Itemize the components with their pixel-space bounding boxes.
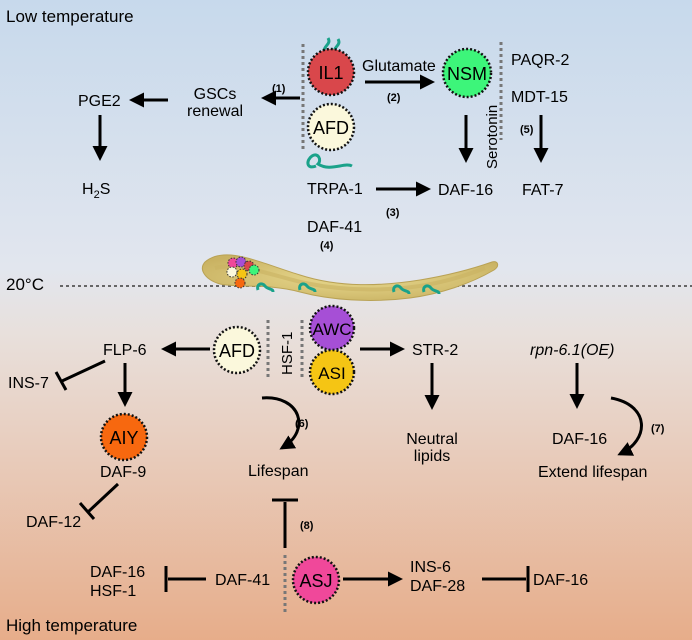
pge2-label: PGE2 <box>78 93 121 110</box>
step-7: (7) <box>651 423 665 435</box>
gscs-label-1: GSCs <box>194 86 237 103</box>
asi-neuron <box>308 348 356 396</box>
curved-arrow-6 <box>261 396 301 450</box>
h2s-label: H2S <box>82 181 110 201</box>
daf41-label-top: DAF-41 <box>307 219 362 236</box>
step-4: (4) <box>320 240 334 252</box>
low-temperature-label: Low temperature <box>6 7 134 26</box>
daf16-label-bottom-right: DAF-16 <box>533 572 588 589</box>
awc-label: AWC <box>312 320 351 339</box>
daf12-label: DAF-12 <box>26 514 81 531</box>
inhibit-bar <box>54 371 68 391</box>
awc-neuron <box>308 304 356 352</box>
ins6-label: INS-6 <box>410 559 451 576</box>
flp6-label: FLP-6 <box>103 342 147 359</box>
step-6: (6) <box>295 418 309 430</box>
flp6-inhibit-ins7 <box>61 359 106 383</box>
afd-neuron-middle <box>212 325 262 375</box>
serotonin-label: Serotonin <box>484 105 501 169</box>
neutral-lipids-label-2: lipids <box>414 448 450 465</box>
mdt15-label: MDT-15 <box>511 89 568 106</box>
rpn-label: rpn-6.1(OE) <box>530 342 614 359</box>
daf9-inhibit-daf12 <box>86 482 120 514</box>
aiy-neuron <box>99 412 149 462</box>
inhibit-bar <box>78 502 96 520</box>
aiy-label: AIY <box>109 428 138 448</box>
twenty-degree-label: 20°C <box>6 275 44 294</box>
curved-arrow-7 <box>610 396 643 456</box>
asj-label: ASJ <box>299 571 332 591</box>
daf28-label: DAF-28 <box>410 578 465 595</box>
nsm-label: NSM <box>447 64 487 84</box>
ins7-label: INS-7 <box>8 375 49 392</box>
hsf1-label-bottom-left: HSF-1 <box>90 583 136 600</box>
step-1: (1) <box>272 83 286 95</box>
daf16-label-top: DAF-16 <box>438 182 493 199</box>
il1-neuron <box>306 47 356 97</box>
extend-lifespan-label: Extend lifespan <box>538 464 647 481</box>
daf9-label: DAF-9 <box>100 464 146 481</box>
trpa1-channel-icon <box>306 153 353 169</box>
neutral-lipids-label-1: Neutral <box>406 431 458 448</box>
step-5: (5) <box>520 124 534 136</box>
high-temperature-label: High temperature <box>6 616 137 635</box>
gscs-label-2: renewal <box>187 103 243 120</box>
step-3: (3) <box>386 207 400 219</box>
step-2: (2) <box>387 92 401 104</box>
afd-label-middle: AFD <box>219 341 255 361</box>
worm-icon <box>201 254 499 301</box>
trpa1-label: TRPA-1 <box>307 181 363 198</box>
glutamate-label: Glutamate <box>362 58 436 75</box>
asj-neuron <box>291 555 341 605</box>
nsm-neuron <box>441 47 493 99</box>
afd-label-top: AFD <box>313 118 349 138</box>
paqr2-label: PAQR-2 <box>511 52 569 69</box>
afd-neuron-top <box>306 102 356 152</box>
step-8: (8) <box>300 520 314 532</box>
daf16-label-right: DAF-16 <box>552 431 607 448</box>
il1-label: IL1 <box>318 63 343 83</box>
fat7-label: FAT-7 <box>522 182 564 199</box>
asi-label: ASI <box>318 364 345 383</box>
str2-label: STR-2 <box>412 342 458 359</box>
hsf1-label-vertical: HSF-1 <box>279 332 296 375</box>
daf41-label-bottom: DAF-41 <box>215 572 270 589</box>
daf16-label-bottom-left: DAF-16 <box>90 564 145 581</box>
lifespan-label: Lifespan <box>248 463 309 480</box>
